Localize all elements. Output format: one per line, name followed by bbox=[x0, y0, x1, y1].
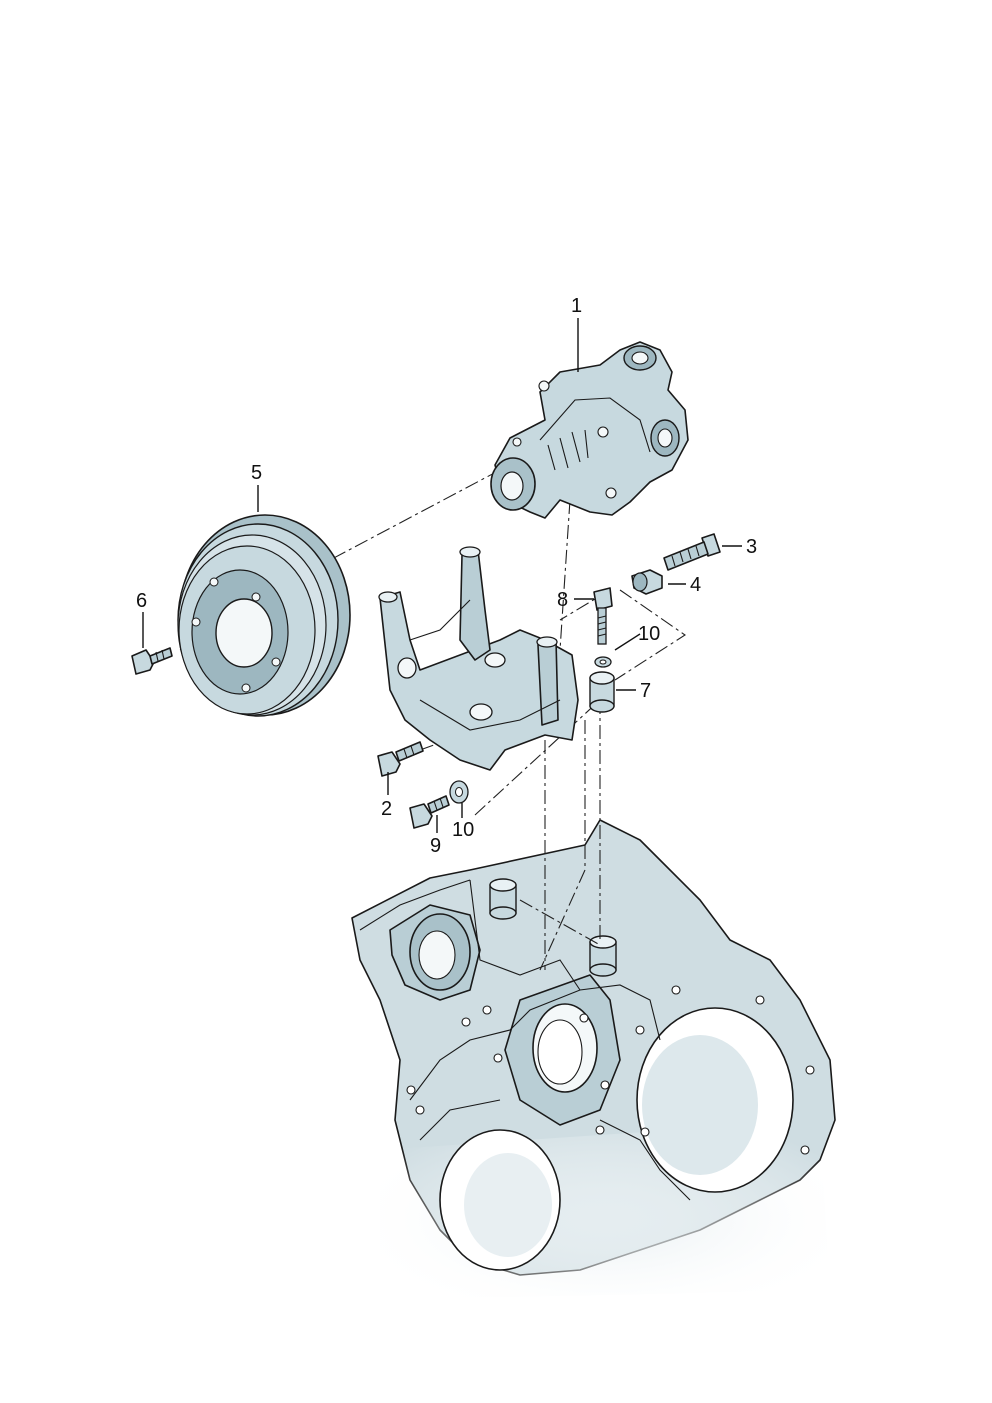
callout-9: 9 bbox=[430, 835, 441, 857]
engine-block bbox=[351, 819, 836, 1300]
callout-1: 1 bbox=[571, 295, 582, 317]
pump-bracket bbox=[378, 546, 579, 771]
callout-3: 3 bbox=[746, 536, 757, 558]
washer-lower bbox=[449, 780, 469, 804]
bolt-2 bbox=[377, 741, 424, 777]
nut-4 bbox=[631, 569, 663, 595]
callout-5: 5 bbox=[251, 462, 262, 484]
block-sleeve-left bbox=[489, 878, 517, 920]
bolt-6 bbox=[131, 647, 173, 675]
bolt-9 bbox=[409, 795, 450, 829]
washer-upper bbox=[594, 656, 612, 668]
callout-leaders bbox=[142, 318, 742, 833]
callout-6: 6 bbox=[136, 590, 147, 612]
callout-2: 2 bbox=[381, 798, 392, 820]
callout-7: 7 bbox=[640, 680, 651, 702]
bolt-3 bbox=[663, 533, 721, 571]
sleeve bbox=[589, 671, 615, 713]
callout-labels: 1 2 3 4 5 6 7 8 9 10 10 bbox=[136, 295, 757, 857]
power-steering-pump bbox=[490, 341, 689, 519]
callout-4: 4 bbox=[690, 574, 701, 596]
callout-10-lower: 10 bbox=[452, 819, 474, 841]
bolt-8 bbox=[593, 587, 613, 645]
block-sleeve-right bbox=[589, 935, 617, 977]
belt-pulley bbox=[177, 514, 351, 717]
callout-8: 8 bbox=[557, 589, 568, 611]
callout-10-upper: 10 bbox=[638, 623, 660, 645]
